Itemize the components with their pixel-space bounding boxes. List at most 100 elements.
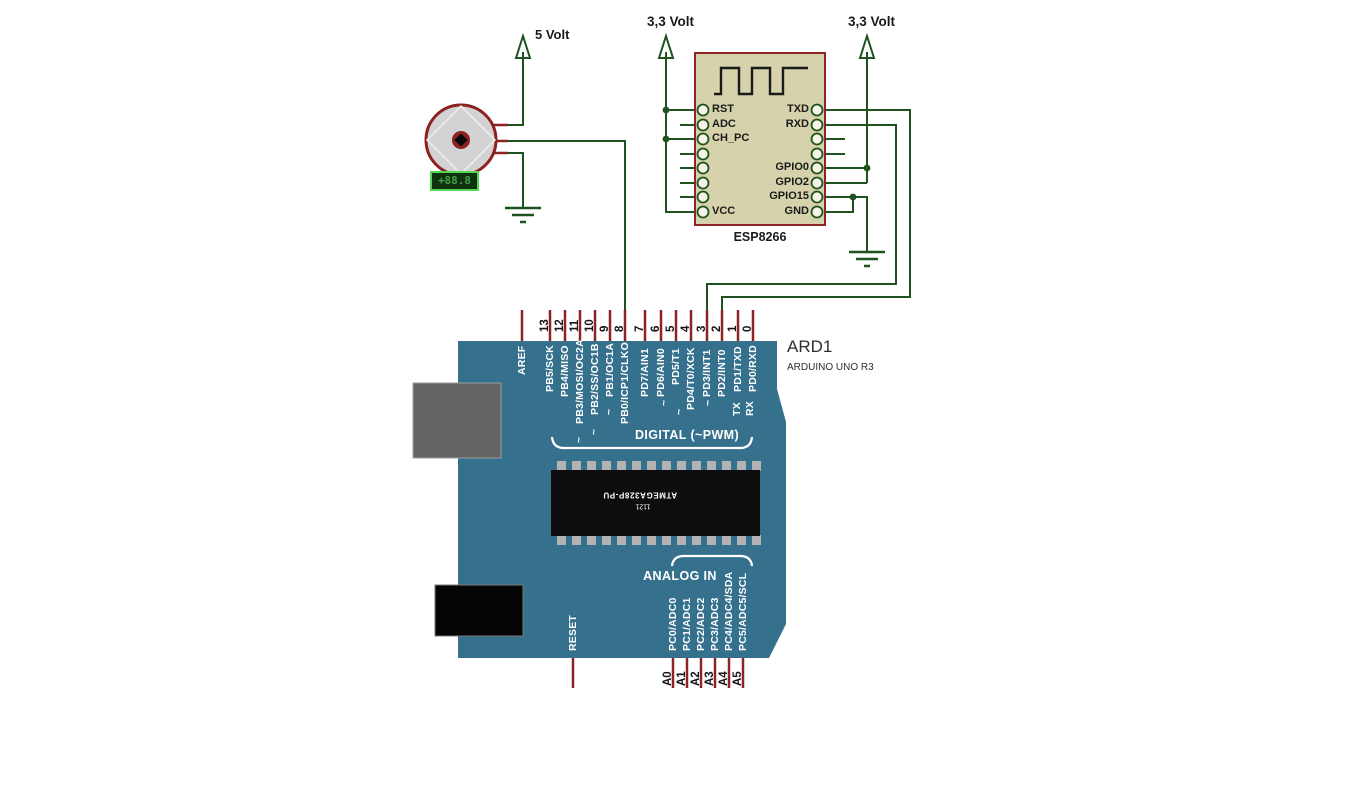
- esp-pin-gpio2: GPIO2: [775, 176, 809, 188]
- digital-pin-number-13: 13: [539, 319, 551, 332]
- tx-label: TX: [731, 402, 743, 416]
- junction-dots: [662, 106, 871, 201]
- atmega328p-chip[interactable]: [551, 461, 761, 545]
- chip-body[interactable]: [551, 470, 760, 536]
- pwm-marker-5: ~: [673, 408, 685, 415]
- analog-pin-number-a5: A5: [732, 671, 744, 686]
- arduino-ref: ARD1: [787, 337, 833, 356]
- esp-right-stubs: [823, 138, 845, 155]
- wire-sensor-5v: [508, 52, 524, 126]
- esp-pin-rst: RST: [712, 103, 734, 115]
- esp-pin-txd: TXD: [787, 103, 809, 115]
- analog-pin-number-a4: A4: [718, 671, 730, 686]
- arduino-pin-stubs-bottom: [571, 658, 745, 688]
- esp-pin-gnd: GND: [784, 205, 809, 217]
- pwm-marker-3: ~: [702, 399, 714, 406]
- analog-header: ANALOG IN: [643, 569, 717, 583]
- digital-label-0: PD0/RXD: [747, 345, 759, 392]
- rx-label: RX: [744, 401, 756, 416]
- digital-pin-number-10: 10: [584, 319, 596, 332]
- pwm-marker-10: ~: [588, 428, 600, 435]
- esp-pin-gpio0: GPIO0: [775, 161, 809, 173]
- digital-label-1: PD1/TXD: [732, 346, 744, 392]
- digital-pin-number-11: 11: [569, 319, 581, 332]
- digital-label-8: PB0/ICP1/CLKO: [619, 342, 631, 424]
- digital-pin-number-2: 2: [711, 325, 723, 332]
- chip-name: ATMEGA328P-PU: [602, 490, 678, 500]
- wire-rxd-pin3: [706, 124, 897, 311]
- analog-label-a1: PC1/ADC1: [681, 597, 693, 651]
- wire-gpio15-gnd: [823, 196, 868, 252]
- digital-label-4: PD4/T0/XCK: [685, 347, 697, 410]
- sensor-component[interactable]: [424, 103, 508, 177]
- esp8266-pin-circles: [696, 103, 824, 219]
- analog-pin-number-a0: A0: [662, 671, 674, 686]
- usb-connector[interactable]: [412, 382, 502, 459]
- digital-pin-number-6: 6: [650, 325, 662, 332]
- label-5v: 5 Volt: [535, 27, 570, 42]
- esp-pin-gpio15: GPIO15: [769, 190, 809, 202]
- analog-pin-number-a2: A2: [690, 671, 702, 686]
- analog-label-a0: PC0/ADC0: [667, 597, 679, 651]
- aref-label: AREF: [516, 345, 528, 375]
- digital-label-9: PB1/OC1A: [604, 342, 616, 397]
- ground-terminal-esp[interactable]: [849, 250, 885, 268]
- digital-label-12: PB4/MISO: [559, 345, 571, 397]
- esp-left-stubs: [680, 124, 697, 198]
- digital-label-3: PD3/INT1: [701, 349, 713, 397]
- pwm-marker-6: ~: [658, 399, 670, 406]
- digital-label-7: PD7/AIN1: [639, 348, 651, 397]
- digital-label-2: PD2/INT0: [716, 349, 728, 397]
- arduino-uno-board[interactable]: [412, 310, 786, 688]
- antenna-wave-icon: [714, 66, 808, 96]
- analog-label-a2: PC2/ADC2: [695, 597, 707, 651]
- digital-pin-number-0: 0: [742, 325, 754, 332]
- digital-pin-number-9: 9: [599, 325, 611, 332]
- wire-txd-pin2: [721, 109, 911, 311]
- arduino-part: ARDUINO UNO R3: [787, 362, 874, 373]
- chip-code: 1121: [635, 502, 651, 510]
- esp8266-body[interactable]: [694, 52, 826, 226]
- pwm-marker-11: ~: [573, 436, 585, 443]
- reset-label: RESET: [567, 614, 579, 651]
- digital-pin-number-4: 4: [680, 325, 692, 332]
- digital-header: DIGITAL (~PWM): [634, 428, 740, 442]
- power-jack[interactable]: [434, 584, 524, 637]
- esp8266-module[interactable]: [694, 52, 826, 226]
- digital-pin-number-8: 8: [614, 325, 626, 332]
- esp8266-name: ESP8266: [733, 230, 787, 244]
- wire-gpio0-gpio2-33v: [823, 52, 868, 184]
- wire-33v-rail-left: [665, 52, 697, 213]
- digital-pin-number-1: 1: [727, 325, 739, 332]
- ground-terminal-sensor[interactable]: [505, 206, 541, 224]
- digital-pin-number-12: 12: [554, 319, 566, 332]
- pwm-marker-9: ~: [603, 408, 615, 415]
- label-33v-left: 3,3 Volt: [647, 14, 695, 29]
- digital-pin-number-5: 5: [665, 325, 677, 332]
- sensor-voltage-display[interactable]: +88.8: [430, 171, 479, 191]
- digital-pin-number-7: 7: [634, 325, 646, 332]
- digital-label-11: PB3/MOSI/OC2A: [574, 339, 586, 424]
- analog-label-a3: PC3/ADC3: [709, 597, 721, 651]
- wire-sensor-gnd: [508, 152, 524, 208]
- digital-pin-number-3: 3: [696, 325, 708, 332]
- digital-label-10: PB2/SS/OC1B: [589, 343, 601, 415]
- analog-pin-number-a3: A3: [704, 671, 716, 686]
- analog-header-brace: [670, 554, 754, 567]
- esp-pin-rxd: RXD: [785, 118, 809, 130]
- arduino-pin-stubs-top: [520, 310, 755, 341]
- analog-label-a4: PC4/ADC4/SDA: [723, 571, 735, 651]
- chip-pins: [557, 461, 761, 545]
- digital-label-5: PD5/T1: [670, 348, 682, 385]
- esp-pin-adc: ADC: [712, 118, 736, 130]
- wire-sensor-pin8: [508, 140, 626, 311]
- sensor-center-dot: [454, 133, 468, 147]
- esp-pin-ch-pc: CH_PC: [712, 132, 750, 144]
- esp-pin-vcc: VCC: [712, 205, 736, 217]
- analog-pin-number-a1: A1: [676, 671, 688, 686]
- label-33v-right: 3,3 Volt: [848, 14, 896, 29]
- wires: [508, 52, 911, 311]
- digital-label-13: PB5/SCK: [544, 345, 556, 392]
